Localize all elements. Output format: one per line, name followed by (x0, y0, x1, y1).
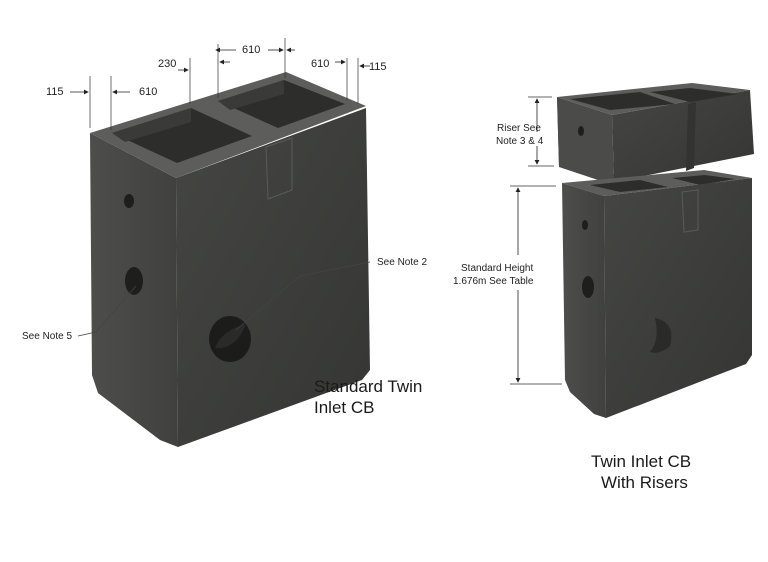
cb-side-hole (125, 267, 143, 295)
base-front (604, 178, 752, 418)
caption-standard-line1: Standard Twin (314, 377, 422, 396)
riser-note-line1: Riser See (497, 123, 541, 134)
see-note-5-label: See Note 5 (22, 331, 72, 342)
twin-inlet-cb-with-risers (557, 83, 754, 418)
riser-section (557, 83, 754, 186)
dim-230: 230 (158, 58, 176, 70)
cb-left-opening (112, 108, 252, 163)
cb-small-hole (124, 194, 134, 208)
caption-risers-line2: With Risers (601, 473, 688, 492)
base-left-side (562, 183, 606, 418)
standard-twin-inlet-cb (90, 72, 370, 447)
dimension-lines (70, 38, 370, 130)
riser-note-line2: Note 3 & 4 (496, 136, 544, 147)
riser-left-side (557, 97, 614, 182)
dim-610-top: 610 (242, 44, 260, 56)
cb-notch-slot (265, 137, 293, 200)
dim-115-right: 115 (369, 61, 387, 73)
see-note-2-label: See Note 2 (377, 257, 427, 268)
leader-note-5 (77, 285, 137, 337)
cb-right-opening-inner (218, 80, 284, 110)
dim-115-left: 115 (46, 86, 64, 98)
cb-left-opening-inner (112, 108, 191, 142)
right-dimension-lines (510, 96, 562, 385)
caption-standard-line2: Inlet CB (314, 398, 374, 417)
base-section (562, 170, 752, 418)
height-note-line2: 1.676m See Table (453, 276, 534, 287)
caption-risers-line1: Twin Inlet CB (591, 452, 691, 471)
riser-front (612, 90, 754, 182)
height-note-line1: Standard Height (461, 263, 533, 274)
leader-note-2 (235, 261, 371, 331)
dim-610-right: 610 (311, 58, 329, 70)
dim-610-left: 610 (139, 86, 157, 98)
cb-front-face (176, 108, 370, 447)
